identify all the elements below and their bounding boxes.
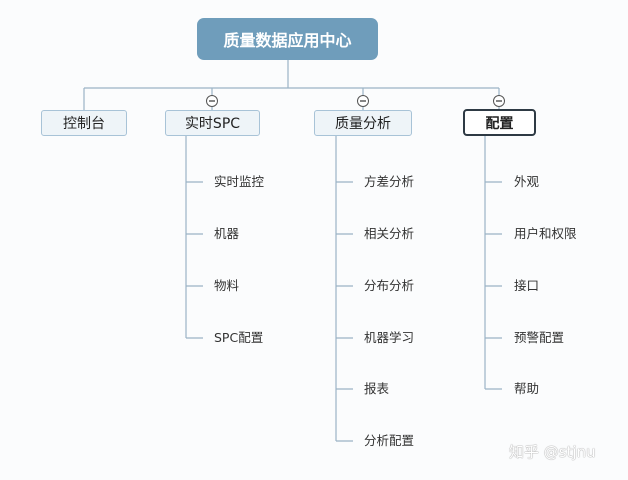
branch-quality-analysis[interactable]: 质量分析 (314, 110, 412, 136)
leaf-label: 预警配置 (514, 330, 565, 345)
leaf-label: SPC配置 (214, 330, 264, 345)
leaf-label: 相关分析 (364, 226, 415, 241)
leaf-node[interactable]: 机器 (214, 226, 239, 242)
leaf-node[interactable]: 报表 (364, 381, 389, 397)
leaf-label: 报表 (364, 381, 390, 396)
collapse-toggle-quality-analysis[interactable] (357, 95, 369, 107)
leaf-label: 机器 (214, 226, 240, 241)
leaf-label: 用户和权限 (514, 226, 577, 241)
leaf-label: 外观 (514, 174, 540, 189)
leaf-node[interactable]: 机器学习 (364, 330, 414, 346)
leaf-label: 分布分析 (364, 278, 415, 293)
leaf-node[interactable]: 实时监控 (214, 174, 264, 190)
leaf-node[interactable]: 相关分析 (364, 226, 414, 242)
leaf-node[interactable]: 用户和权限 (514, 226, 577, 242)
leaf-label: 接口 (514, 278, 540, 293)
watermark: 知乎 @stjnu (509, 443, 596, 461)
leaf-node[interactable]: 帮助 (514, 381, 539, 397)
branch-label: 质量分析 (335, 116, 391, 132)
branch-config[interactable]: 配置 (463, 109, 536, 136)
branch-label: 实时SPC (184, 116, 241, 132)
collapse-toggle-realtime-spc[interactable] (206, 95, 218, 107)
root-node[interactable]: 质量数据应用中心 (197, 18, 378, 60)
branch-realtime-spc[interactable]: 实时SPC (165, 110, 260, 136)
leaf-label: 实时监控 (214, 174, 265, 189)
leaf-node[interactable]: 预警配置 (514, 330, 564, 346)
branch-console[interactable]: 控制台 (41, 110, 127, 136)
leaf-label: 分析配置 (364, 433, 415, 448)
branch-label: 配置 (485, 115, 514, 132)
leaf-label: 物料 (214, 278, 240, 293)
leaf-node[interactable]: 方差分析 (364, 174, 414, 190)
leaf-label: 帮助 (514, 381, 540, 396)
collapse-toggle-config[interactable] (493, 95, 505, 107)
leaf-label: 方差分析 (364, 174, 415, 189)
leaf-label: 机器学习 (364, 330, 415, 345)
leaf-node[interactable]: 物料 (214, 278, 239, 294)
branch-label: 控制台 (63, 116, 105, 132)
leaf-node[interactable]: SPC配置 (214, 330, 263, 346)
leaf-node[interactable]: 分析配置 (364, 433, 414, 449)
leaf-node[interactable]: 分布分析 (364, 278, 414, 294)
leaf-node[interactable]: 外观 (514, 174, 539, 190)
leaf-node[interactable]: 接口 (514, 278, 539, 294)
root-label: 质量数据应用中心 (223, 31, 352, 50)
